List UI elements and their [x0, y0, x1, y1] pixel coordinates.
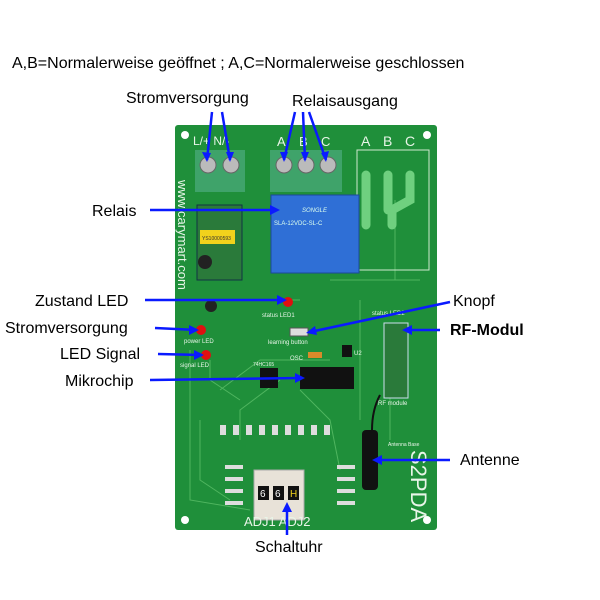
pad-label-a: A	[361, 133, 371, 149]
signal-led	[201, 350, 211, 360]
timer-switches[interactable]: 6 6 H	[253, 469, 305, 521]
label-button: Knopf	[453, 293, 495, 310]
label-relay: Relais	[92, 203, 136, 220]
arrowheads	[189, 151, 412, 512]
antenna-coil	[362, 430, 378, 490]
svg-text:6: 6	[260, 489, 266, 500]
status-led	[283, 297, 293, 307]
power-terminal-labels: L/+ N/-	[193, 134, 229, 148]
svg-text:RF module: RF module	[378, 401, 408, 407]
label-timer: Schaltuhr	[255, 539, 323, 556]
label-microchip: Mikrochip	[65, 373, 134, 390]
caption: A,B=Normalerweise geöffnet ; A,C=Normale…	[12, 55, 464, 72]
svg-text:H: H	[290, 489, 297, 500]
relay-component: SONGLE SLA-12VDC-SL-C	[270, 194, 360, 274]
label-relay-output: Relaisausgang	[292, 93, 398, 110]
microchip	[300, 367, 354, 389]
svg-text:power LED: power LED	[184, 339, 214, 345]
svg-text:learning button: learning button	[268, 340, 308, 346]
svg-text:74HC165: 74HC165	[253, 362, 274, 368]
pad-label-b: B	[383, 133, 392, 149]
label-led-signal: LED Signal	[60, 346, 140, 363]
model-silkscreen: S2PDA	[406, 450, 431, 522]
label-status-led: Zustand LED	[35, 293, 128, 310]
rf-module	[383, 322, 409, 399]
label-power: Stromversorgung	[5, 320, 128, 337]
svg-text:ADJ1 ADJ2: ADJ1 ADJ2	[244, 514, 310, 529]
svg-text:6: 6	[275, 489, 281, 500]
label-antenna: Antenne	[460, 452, 520, 469]
svg-text:U2: U2	[354, 351, 362, 357]
svg-text:status LED1: status LED1	[262, 313, 295, 319]
svg-text:SLA-12VDC-SL-C: SLA-12VDC-SL-C	[274, 221, 323, 227]
label-power-top: Stromversorgung	[126, 90, 249, 107]
website-silkscreen: www.carymart.com	[175, 179, 190, 290]
transformer-label: YS10000593	[202, 236, 231, 242]
pad-label-c: C	[405, 133, 415, 149]
svg-text:Antenna Base: Antenna Base	[388, 442, 420, 448]
pcb-board: L/+ N/- A B C A B C www.carymart.com YS1…	[175, 125, 437, 530]
power-led	[196, 325, 206, 335]
label-rf-module: RF-Modul	[450, 322, 524, 339]
svg-text:signal LED: signal LED	[180, 363, 210, 369]
svg-text:SONGLE: SONGLE	[302, 208, 328, 214]
relay-terminal-c: C	[321, 134, 330, 149]
power-terminal-block	[195, 150, 245, 192]
learning-button[interactable]	[289, 327, 309, 337]
svg-text:OSC: OSC	[290, 356, 304, 362]
relay-terminal-a: A	[277, 134, 286, 149]
